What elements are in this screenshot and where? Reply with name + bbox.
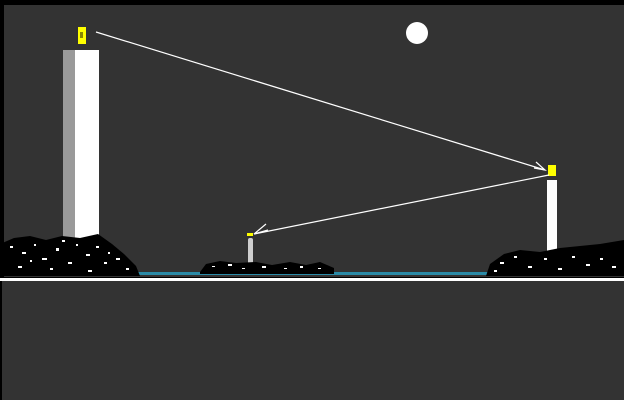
ground-line: [0, 278, 624, 281]
beam-segment: [253, 174, 550, 235]
right-tower: [547, 165, 557, 253]
sky: [4, 5, 624, 277]
small-tower-body: [248, 238, 253, 268]
rocks-middle: [200, 261, 334, 274]
moon-icon: [406, 22, 428, 44]
lamp-window: [80, 32, 83, 38]
arrowhead-icon: [253, 223, 269, 235]
small-tower: [247, 233, 253, 268]
rock-pile: [486, 240, 624, 276]
right-tower-body: [547, 180, 557, 253]
left-tower-shade: [63, 50, 75, 245]
left-tower: [63, 27, 99, 245]
arrowhead-icon: [533, 161, 547, 171]
left-tower-body: [75, 50, 99, 245]
ground-area: [2, 281, 624, 400]
beam-segment: [95, 31, 546, 171]
lamp-icon: [247, 233, 253, 236]
rocks-left: [0, 234, 140, 276]
rock-pile: [200, 261, 334, 274]
rocks-right: [486, 240, 624, 276]
light-beams: [95, 31, 550, 235]
lamp-icon: [548, 165, 556, 176]
